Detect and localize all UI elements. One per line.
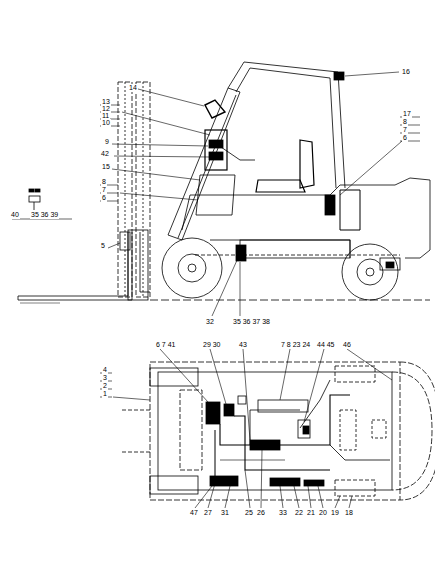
callout-number: 7 8 23 24 (280, 341, 311, 349)
callout-number: 26 (256, 509, 266, 517)
callout-number: 4 (102, 366, 108, 374)
callout-number: 17 (402, 110, 412, 118)
callout-number: 7 (402, 126, 408, 134)
callout-number: 18 (344, 509, 354, 517)
callout-number: 16 (401, 68, 411, 76)
callout-number: 7 (101, 186, 107, 194)
callout-number: 9 (104, 138, 110, 146)
callout-number: 19 (330, 509, 340, 517)
callout-number: 21 (306, 509, 316, 517)
callout-number: 6 (402, 134, 408, 142)
callout-number: 27 (203, 509, 213, 517)
callout-number: 5 (100, 242, 106, 250)
callout-number: 35 36 39 (30, 211, 59, 219)
callout-number: 29 30 (202, 341, 222, 349)
callout-number: 47 (189, 509, 199, 517)
callout-number: 35 36 37 38 (232, 318, 271, 326)
callout-number: 44 45 (316, 341, 336, 349)
callout-number: 46 (342, 341, 352, 349)
callout-number: 14 (128, 84, 138, 92)
callout-number: 25 (244, 509, 254, 517)
callout-number: 3 (102, 374, 108, 382)
callout-number: 10 (101, 119, 111, 127)
callout-number: 40 (10, 211, 20, 219)
callout-number: 20 (318, 509, 328, 517)
callout-number: 8 (402, 118, 408, 126)
callout-number: 43 (238, 341, 248, 349)
leader-lines (100, 349, 392, 508)
callout-number: 6 (101, 194, 107, 202)
callout-number: 22 (294, 509, 304, 517)
callout-number: 8 (101, 178, 107, 186)
leader-lines (12, 72, 420, 316)
callout-number: 2 (102, 382, 108, 390)
callout-number: 33 (278, 509, 288, 517)
callout-number: 32 (205, 318, 215, 326)
callout-number: 31 (220, 509, 230, 517)
top-view (122, 362, 435, 500)
callout-number: 1 (102, 390, 108, 398)
side-view (18, 62, 430, 303)
callout-number: 6 7 41 (155, 341, 176, 349)
callout-number: 15 (101, 163, 111, 171)
callout-number: 42 (100, 150, 110, 158)
